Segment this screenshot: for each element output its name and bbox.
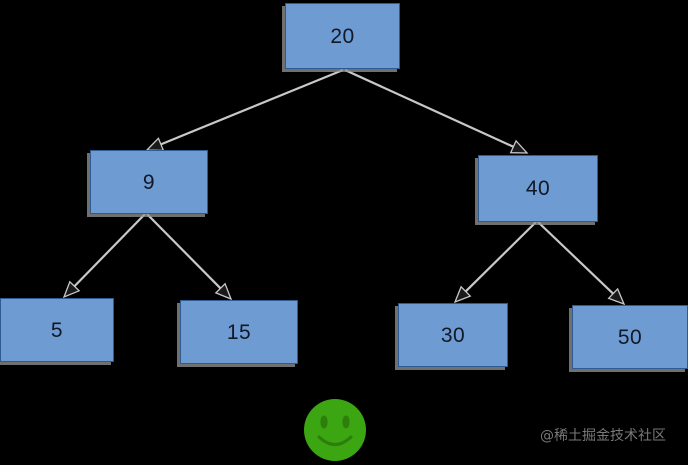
tree-node-label: 40: [525, 177, 551, 200]
tree-node-label: 50: [617, 325, 643, 349]
edge-arrowhead-icon: [453, 285, 472, 304]
tree-edge-n40-to-n50: [537, 221, 626, 306]
tree-node-50[interactable]: 50: [572, 305, 688, 369]
tree-node-15[interactable]: 15: [180, 300, 298, 364]
tree-edge-n9-to-n5: [62, 213, 146, 299]
smiley-mouth: [317, 435, 353, 446]
edge-line: [146, 213, 222, 290]
edge-line: [160, 68, 344, 146]
tree-node-label: 15: [226, 320, 252, 344]
tree-node-20[interactable]: 20: [285, 3, 400, 69]
edge-arrowhead-icon: [607, 287, 626, 306]
tree-node-label: 5: [50, 318, 64, 342]
edge-line: [73, 213, 146, 288]
tree-node-40[interactable]: 40: [478, 155, 598, 222]
edge-arrowhead-icon: [509, 139, 529, 154]
edge-arrowhead-icon: [214, 282, 233, 301]
edge-line: [344, 68, 514, 148]
tree-node-5[interactable]: 5: [0, 298, 114, 362]
tree-edge-n9-to-n15: [146, 213, 233, 301]
tree-edge-root-to-n9: [145, 68, 344, 152]
edge-arrowhead-icon: [145, 137, 165, 152]
tree-node-30[interactable]: 30: [398, 303, 508, 367]
watermark-text: @稀土掘金技术社区: [540, 428, 666, 444]
smiley-right-eye: [342, 415, 350, 429]
tree-node-label: 30: [440, 323, 466, 347]
smiley-face-circle: [304, 399, 366, 461]
edge-line: [464, 221, 537, 293]
edge-arrowhead-icon: [62, 280, 81, 299]
tree-node-9[interactable]: 9: [90, 150, 208, 214]
tree-edge-root-to-n40: [344, 68, 529, 154]
green-smiley-face-icon: [304, 399, 366, 461]
tree-node-label: 20: [330, 24, 355, 48]
tree-node-label: 9: [142, 170, 156, 194]
smiley-left-eye: [320, 415, 328, 429]
tree-edge-n40-to-n30: [453, 221, 537, 304]
edge-line: [537, 221, 614, 295]
